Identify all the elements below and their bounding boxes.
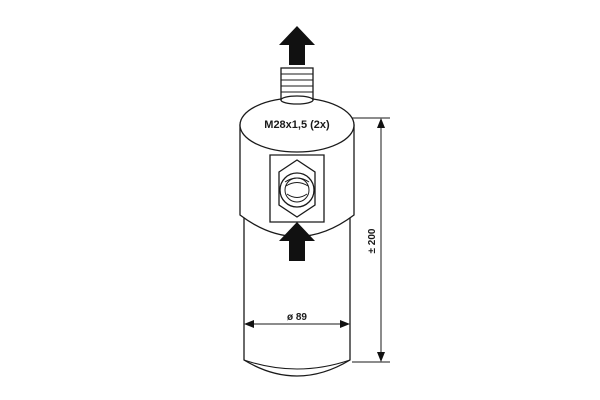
cylinder-body xyxy=(243,199,351,377)
inlet-arrow-up-icon xyxy=(279,222,315,261)
thread-spec-label: M28x1,5 (2x) xyxy=(264,119,330,131)
outlet-arrow-up-icon xyxy=(279,26,315,65)
height-label: ± 200 xyxy=(367,228,378,253)
height-dimension: ± 200 xyxy=(352,117,390,363)
side-port xyxy=(269,154,325,223)
diameter-label: ø 89 xyxy=(287,312,307,323)
diameter-dimension: ø 89 xyxy=(244,312,350,328)
top-thread-fitting xyxy=(280,67,314,105)
flow-arrows xyxy=(279,26,315,261)
